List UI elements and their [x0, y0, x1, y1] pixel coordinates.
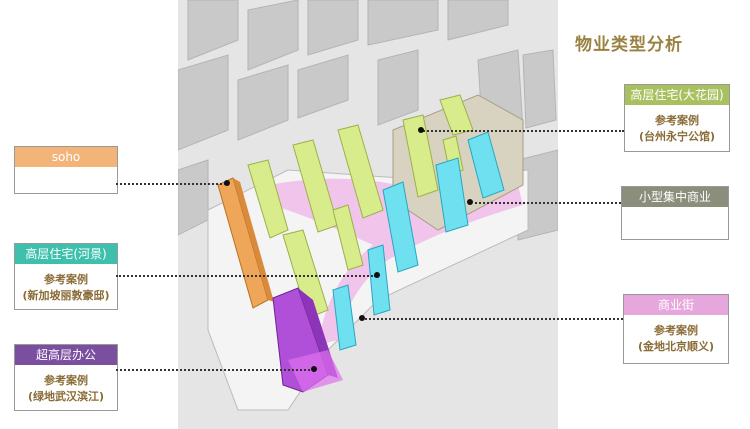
soho-leader [116, 183, 226, 185]
river-residential-card-body: 参考案例 (新加坡丽敦豪邸) [15, 264, 117, 304]
mall-card: 小型集中商业 [621, 186, 729, 240]
office-marker [311, 366, 317, 372]
page-title: 物业类型分析 [575, 35, 683, 55]
garden-marker [418, 127, 424, 133]
river-residential-card: 高层住宅(河景) 参考案例 (新加坡丽敦豪邸) [14, 243, 118, 310]
river-residential-card-header: 高层住宅(河景) [15, 244, 117, 264]
garden-residential-case-name: (台州永宁公馆) [638, 130, 716, 143]
mall-marker [467, 199, 473, 205]
street-leader [361, 318, 623, 320]
river-residential-buildings [332, 131, 505, 351]
commercial-street-card: 商业街 参考案例 (金地北京顺义) [623, 294, 729, 364]
soho-marker [224, 180, 230, 186]
mall-leader [470, 202, 621, 204]
river-marker [374, 272, 380, 278]
garden-residential-case-label: 参考案例 [655, 114, 699, 127]
office-card-header: 超高层办公 [15, 345, 117, 365]
mall-card-header: 小型集中商业 [622, 187, 728, 207]
site-massing-diagram [178, 0, 558, 429]
garden-residential-card-header: 高层住宅(大花园) [625, 85, 729, 105]
garden-residential-card-body: 参考案例 (台州永宁公馆) [625, 105, 729, 145]
soho-card: soho [14, 146, 118, 194]
office-card-body: 参考案例 (绿地武汉滨江) [15, 365, 117, 405]
commercial-street-card-body: 参考案例 (金地北京顺义) [624, 315, 728, 355]
river-residential-case-label: 参考案例 [44, 273, 88, 286]
soho-card-header: soho [15, 147, 117, 167]
river-leader [116, 275, 376, 277]
river-residential-case-name: (新加坡丽敦豪邸) [22, 289, 110, 302]
street-marker [359, 315, 365, 321]
garden-residential-buildings [247, 94, 474, 319]
office-leader [116, 369, 314, 371]
office-case-name: (绿地武汉滨江) [27, 390, 105, 403]
massing-illustration [178, 0, 558, 411]
commercial-street-case-name: (金地北京顺义) [637, 340, 715, 353]
garden-leader [420, 130, 624, 132]
garden-residential-card: 高层住宅(大花园) 参考案例 (台州永宁公馆) [624, 84, 730, 152]
office-case-label: 参考案例 [44, 374, 88, 387]
commercial-street-card-header: 商业街 [624, 295, 728, 315]
office-card: 超高层办公 参考案例 (绿地武汉滨江) [14, 344, 118, 411]
commercial-street-case-label: 参考案例 [654, 324, 698, 337]
